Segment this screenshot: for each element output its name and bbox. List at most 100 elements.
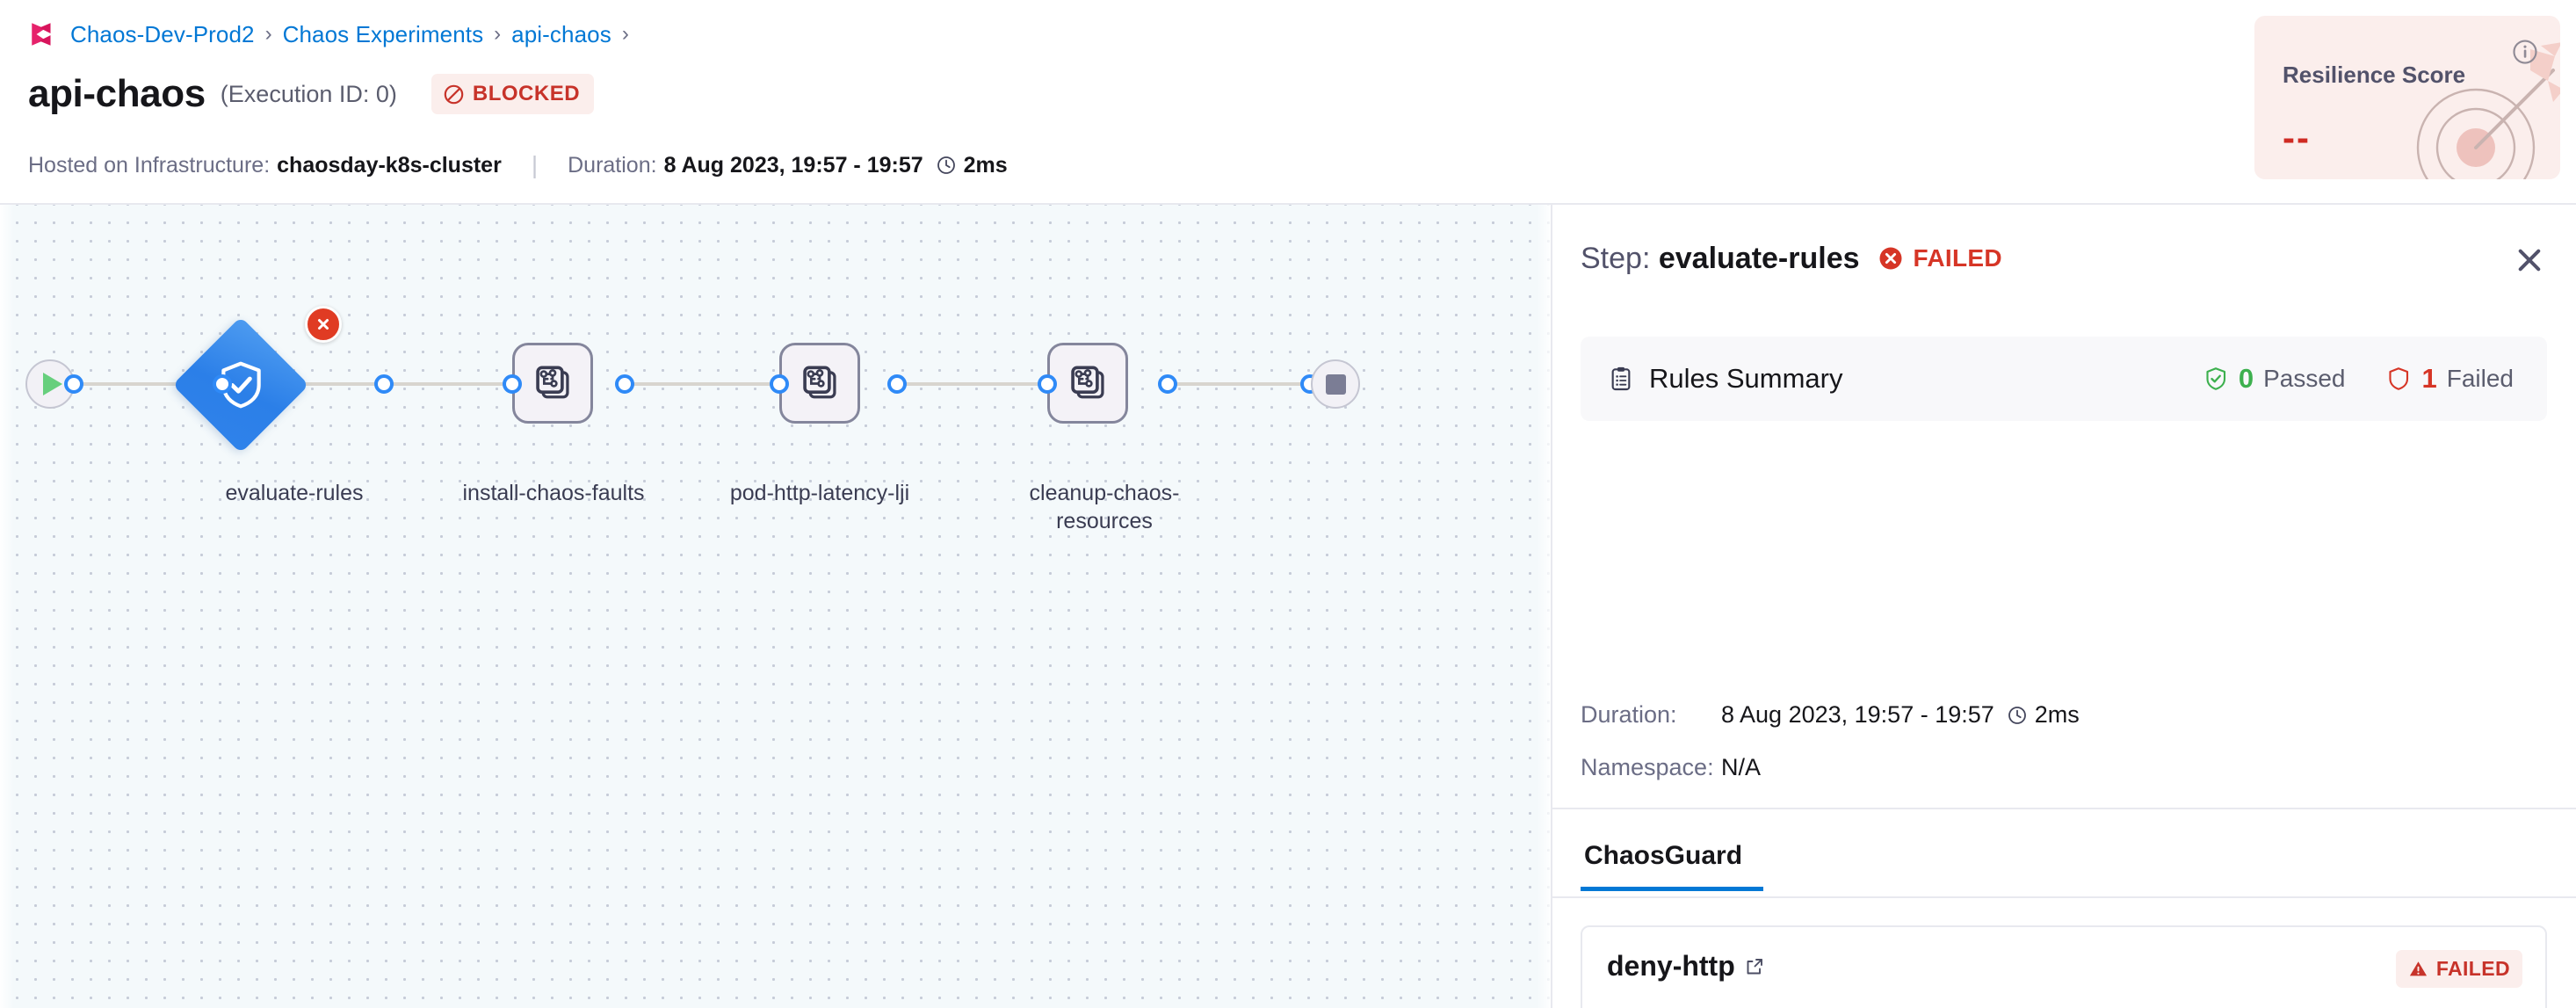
tab-chaosguard[interactable]: ChaosGuard [1581,829,1764,891]
rules-passed-count: 0 [2238,363,2254,394]
blocked-circle-icon [444,84,464,104]
panel-namespace-row: Namespace: N/A [1581,754,1761,781]
port-pod-in[interactable] [770,374,789,394]
panel-duration-elapsed: 2ms [2034,701,2080,728]
port-evaluate-in[interactable] [213,374,232,394]
panel-namespace-label: Namespace: [1581,754,1714,780]
rules-summary-title: Rules Summary [1649,363,1843,394]
breadcrumb-separator: › [494,22,502,46]
panel-step-title: Step: evaluate-rules [1581,242,1860,276]
error-x-icon [1879,247,1902,270]
breadcrumb-link-2[interactable]: api-chaos [511,20,611,47]
edge-install-to-pod [626,382,788,386]
rules-passed-label: Passed [2263,365,2346,392]
clock-icon [2008,706,2026,724]
panel-tabs-underline [1552,896,2576,898]
panel-header: Step: evaluate-rules FAILED [1552,205,2576,312]
rules-failed-stat: 1 Failed [2385,363,2514,395]
rules-summary-left: Rules Summary [1607,363,1843,395]
close-icon[interactable] [2513,243,2546,277]
port-install-out[interactable] [615,374,634,394]
pipeline-node-cleanup-chaos-resources[interactable] [1047,343,1128,424]
infra-label: Hosted on Infrastructure: [28,152,271,178]
info-circle-icon[interactable] [2512,39,2538,65]
port-cleanup-in[interactable] [1038,374,1057,394]
port-start-out[interactable] [64,374,83,394]
status-badge: BLOCKED [431,74,595,114]
pipeline-end-node[interactable] [1311,359,1360,409]
panel-tabs: ChaosGuard [1581,829,1764,891]
edge-pod-to-cleanup [898,382,1060,386]
pipeline-node-label-evaluate-rules: evaluate-rules [225,481,364,505]
duration-label: Duration: [568,152,657,178]
error-x-icon [318,319,329,330]
panel-duration-label: Duration: [1581,701,1677,728]
clock-icon [937,156,955,174]
harness-logo-icon [32,23,51,46]
edge-evaluate-to-install [223,382,522,386]
shield-check-green-icon [2206,367,2225,390]
node-error-badge-evaluate-rules[interactable] [305,306,342,343]
resilience-score-card: Resilience Score -- [2254,16,2560,179]
pipeline-node-label-pod-http-latency-lji: pod-http-latency-lji [729,481,910,505]
port-pod-out[interactable] [887,374,907,394]
chaos-fault-icon [1071,366,1104,399]
breadcrumb-link-1[interactable]: Chaos Experiments [282,20,484,47]
rule-status-label: FAILED [2435,957,2510,980]
pipeline-canvas[interactable]: evaluate-rules install-chaos-faults [0,205,1551,1008]
meta-divider: | [531,151,539,178]
page-header: Chaos-Dev-Prod2 › Chaos Experiments › ap… [0,0,2576,205]
chaos-fault-icon [803,366,836,399]
panel-step-status: FAILED [1878,244,2002,272]
panel-divider [1552,808,2576,809]
stop-icon [1325,373,1346,395]
rules-failed-count: 1 [2421,363,2437,394]
panel-step-status-label: FAILED [1913,244,2002,272]
duration-value: 8 Aug 2023, 19:57 - 19:57 [663,152,923,178]
port-evaluate-out[interactable] [374,374,394,394]
breadcrumb-link-0[interactable]: Chaos-Dev-Prod2 [70,20,255,47]
execution-id: (Execution ID: 0) [220,80,397,107]
panel-duration-row: Duration: 8 Aug 2023, 19:57 - 19:57 2ms [1581,701,2080,729]
header-meta: Hosted on Infrastructure: chaosday-k8s-c… [28,151,1008,179]
duration-elapsed: 2ms [963,152,1008,178]
title-row: api-chaos (Execution ID: 0) BLOCKED [28,72,595,116]
pipeline-node-pod-http-latency-lji[interactable] [779,343,860,424]
pipeline-node-label-cleanup-chaos-resources: cleanup-chaos-resources [1029,481,1180,533]
resilience-score-value: -- [2283,117,2311,158]
rule-status-badge: FAILED [2395,950,2522,988]
chaos-fault-icon [536,366,569,399]
status-badge-label: BLOCKED [472,82,581,105]
rule-card-deny-http: deny-http FAILED 1 / 1 Condition [1581,925,2547,1008]
page-title: api-chaos [28,72,206,115]
resilience-score-title: Resilience Score [2283,62,2466,88]
edge-cleanup-to-end [1169,382,1309,386]
breadcrumb-separator: › [264,22,272,46]
rules-passed-stat: 0 Passed [2203,363,2346,395]
pipeline-node-label-install-chaos-faults: install-chaos-faults [462,481,645,505]
infra-value: chaosday-k8s-cluster [277,152,502,178]
edge-start-to-evaluate [72,382,221,386]
pipeline-node-install-chaos-faults[interactable] [512,343,593,424]
panel-step-name: evaluate-rules [1658,241,1860,275]
step-details-panel: Step: evaluate-rules FAILED [1551,205,2576,1008]
rules-summary-card: Rules Summary 0 Passed 1 Failed [1581,337,2547,421]
canvas-left-fade [0,205,14,1008]
pipeline-node-evaluate-rules[interactable] [172,316,309,453]
warning-triangle-icon [2409,961,2427,976]
panel-step-prefix: Step: [1581,241,1651,275]
port-cleanup-out[interactable] [1158,374,1177,394]
rule-name: deny-http [1607,950,1735,982]
breadcrumb-separator-trailing: › [621,22,629,46]
clipboard-list-icon [1611,366,1631,391]
target-dart-icon [2416,42,2560,179]
play-icon [42,373,62,395]
rule-header: deny-http [1607,950,1765,983]
external-link-icon[interactable] [1744,956,1765,977]
canvas-right-fade [1537,205,1551,1008]
rules-failed-label: Failed [2446,365,2514,392]
port-install-in[interactable] [503,374,522,394]
panel-duration-value: 8 Aug 2023, 19:57 - 19:57 [1721,701,1994,728]
panel-namespace-value: N/A [1721,754,1762,780]
